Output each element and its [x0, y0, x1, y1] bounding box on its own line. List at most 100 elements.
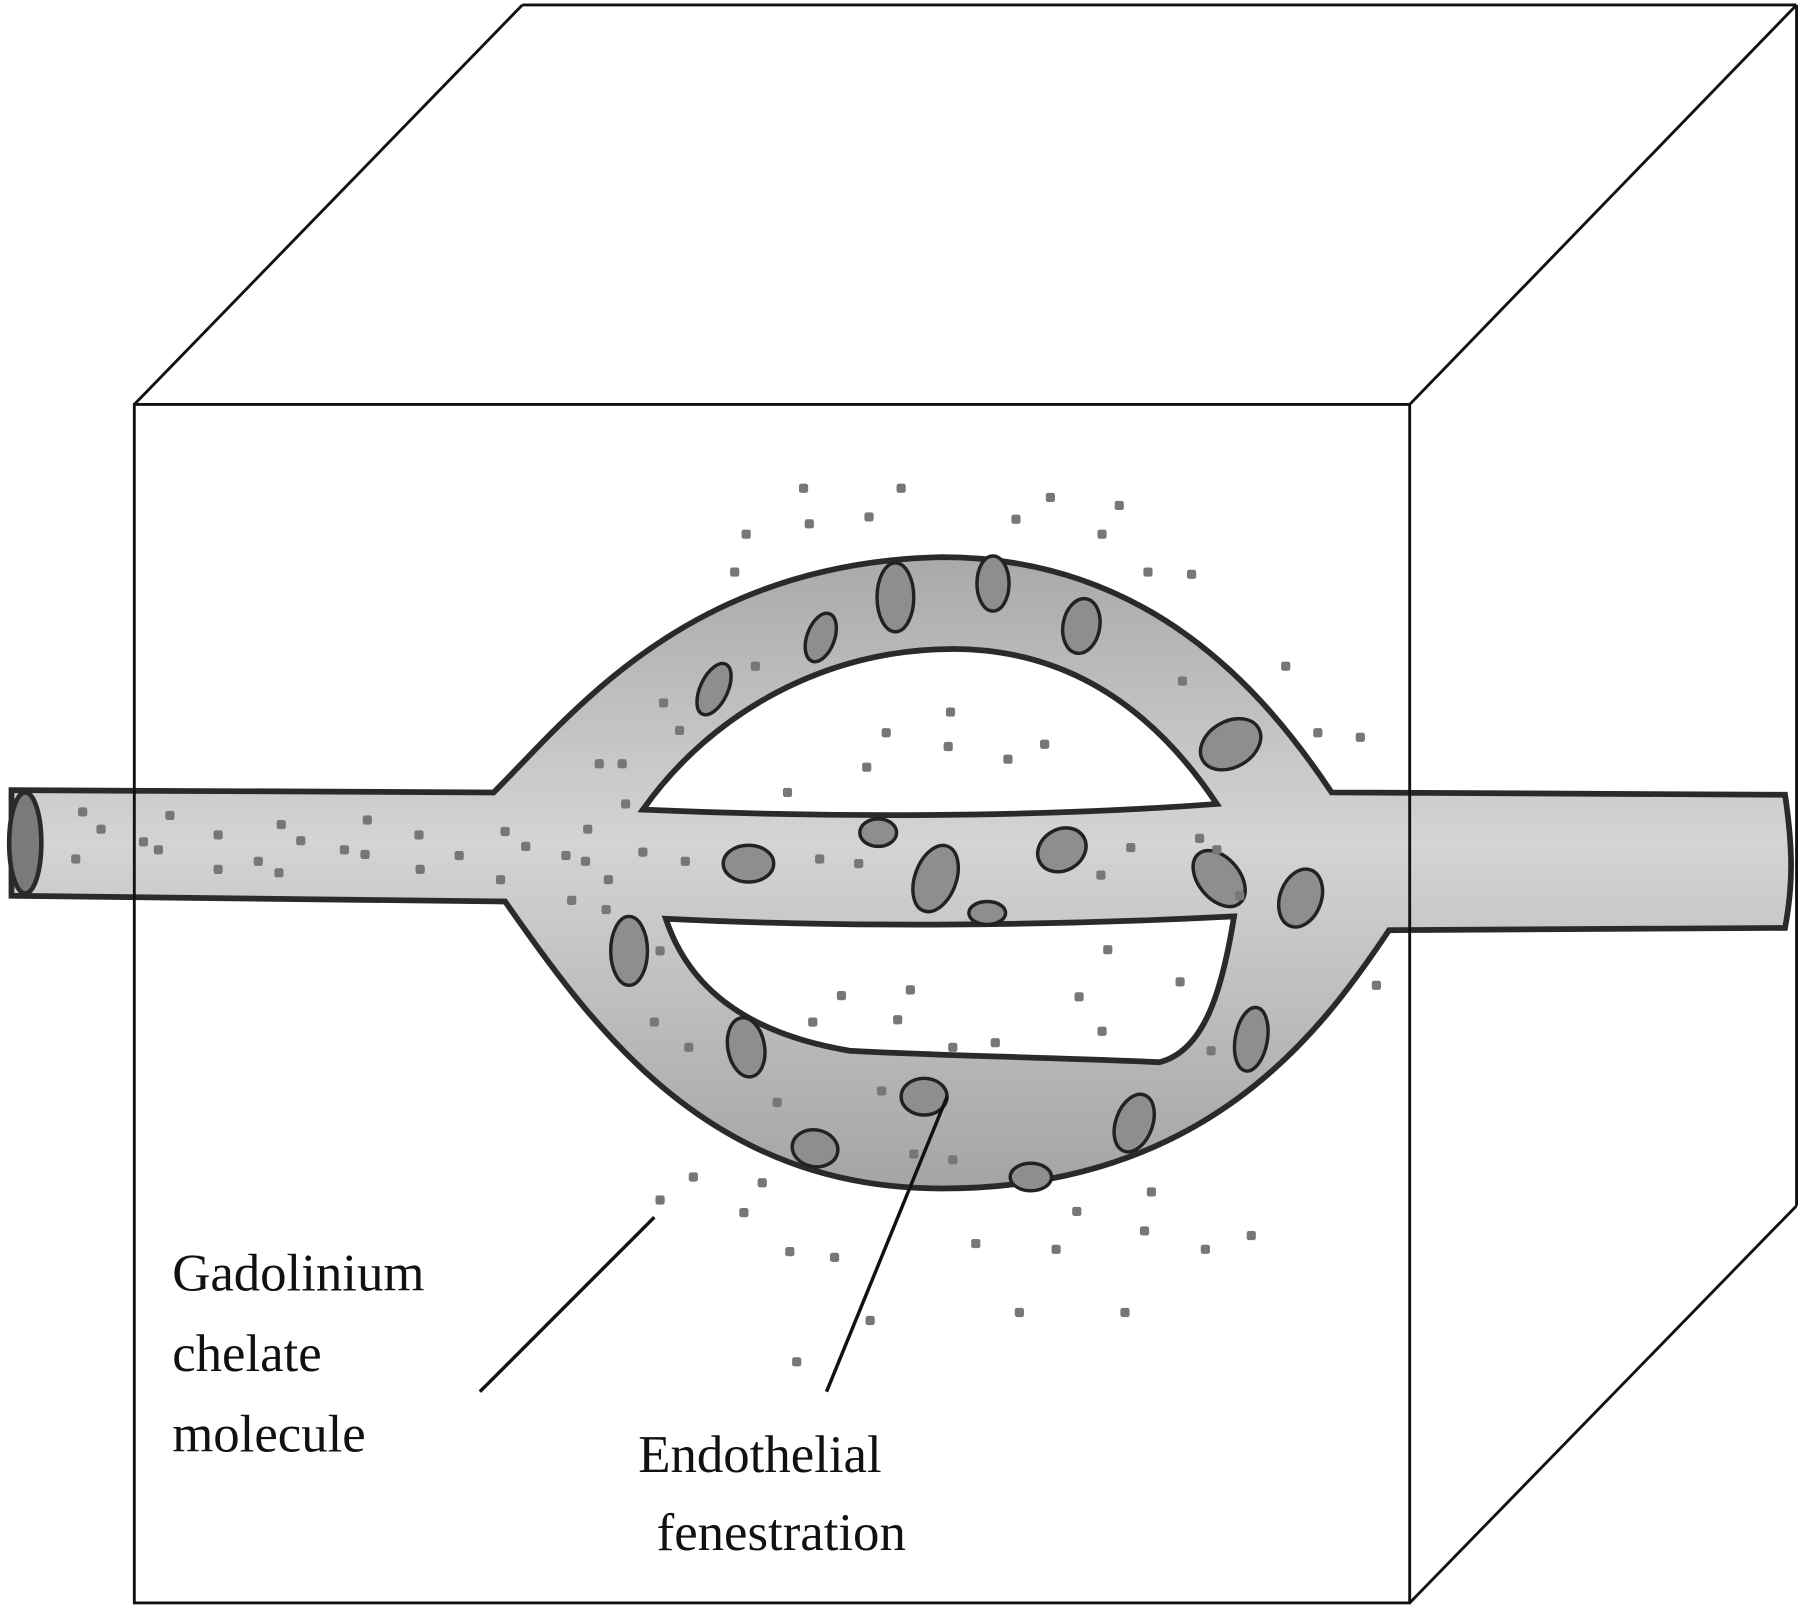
gadolinium-molecule	[153, 845, 164, 855]
gadolinium-molecule	[621, 799, 631, 809]
vessel-body	[8, 554, 1794, 1192]
fenestration-label: Endothelial fenestration	[638, 1426, 906, 1562]
gadolinium-molecule	[213, 830, 223, 840]
gadolinium-molecule	[680, 856, 690, 866]
label-line: chelate	[172, 1325, 321, 1383]
fenestration-leader-line	[824, 1096, 949, 1393]
gadolinium-molecule	[785, 1247, 795, 1257]
gadolinium-molecule	[943, 741, 953, 752]
endothelial-cell	[1191, 848, 1247, 909]
gadolinium-molecule	[567, 895, 577, 905]
gadolinium-molecule	[1281, 661, 1291, 671]
gadolinium-molecule	[1235, 891, 1245, 901]
gadolinium-molecule	[1103, 945, 1113, 955]
endothelial-cell	[721, 843, 776, 884]
gadolinium-molecule	[896, 483, 906, 493]
gadolinium-molecule	[971, 1239, 981, 1249]
gadolinium-molecule	[1177, 676, 1187, 686]
gadolinium-molecule	[276, 819, 286, 830]
gadolinium-molecule	[638, 847, 648, 857]
gadolinium-molecule	[96, 824, 106, 834]
gadolinium-molecule	[1146, 1187, 1156, 1197]
endothelial-cell	[803, 611, 839, 664]
gadolinium-molecule	[495, 875, 506, 885]
gadolinium-molecule	[854, 859, 864, 869]
gadolinium-molecule	[71, 854, 81, 864]
gadolinium-molecule	[757, 1178, 767, 1188]
gadolinium-molecule	[594, 759, 604, 769]
cube-front-face	[132, 403, 1412, 1605]
gadolinium-molecule	[862, 762, 872, 772]
gadolinium-label: Gadolinium chelate molecule	[172, 1245, 424, 1464]
endothelial-cell	[1232, 1005, 1270, 1073]
gadolinium-molecule	[836, 991, 847, 1001]
endothelial-cell	[1198, 716, 1263, 772]
gadolinium-molecule	[948, 1042, 958, 1052]
gadolinium-molecule	[1072, 1206, 1082, 1217]
gadolinium-molecule	[649, 1017, 659, 1027]
gadolinium-molecule	[1355, 732, 1365, 742]
gadolinium-molecule	[454, 850, 464, 861]
endothelial-cell	[858, 817, 899, 849]
endothelial-cell	[725, 1016, 767, 1079]
vessel-opening	[6, 790, 44, 896]
gadolinium-molecule	[583, 824, 593, 834]
gadolinium-molecule	[688, 1172, 698, 1182]
gadolinium-molecule	[948, 1155, 958, 1165]
endothelial-cell	[875, 561, 916, 634]
gadolinium-molecule	[296, 836, 306, 846]
endothelial-cells	[608, 554, 1325, 1193]
gadolinium-molecule	[1014, 1307, 1024, 1318]
gadolinium-molecule	[782, 787, 793, 798]
endothelial-cell	[967, 899, 1008, 927]
gadolinium-molecule	[415, 864, 425, 874]
gadolinium-molecule	[1120, 1307, 1130, 1318]
gadolinium-molecule	[909, 1149, 919, 1159]
gadolinium-molecule	[1096, 870, 1106, 880]
gadolinium-molecule	[500, 826, 510, 837]
gadolinium-molecule	[881, 728, 891, 738]
gadolinium-molecule	[1143, 567, 1153, 577]
gadolinium-molecule	[561, 850, 571, 861]
endothelial-cell	[1112, 1092, 1156, 1154]
capillary-network	[6, 483, 1794, 1367]
gadolinium-molecule	[274, 868, 284, 878]
gadolinium-molecule	[808, 1017, 818, 1027]
gadolinium-molecule	[684, 1042, 694, 1052]
gadolinium-molecule	[1114, 500, 1124, 511]
gadolinium-molecule	[655, 1195, 665, 1205]
gadolinium-molecule	[730, 567, 740, 577]
gadolinium-molecules	[71, 483, 1381, 1367]
vessel-hole-upper	[637, 646, 1222, 818]
gadolinium-molecule	[815, 854, 825, 864]
gadolinium-molecule	[1126, 842, 1136, 853]
gadolinium-molecule	[617, 759, 627, 769]
gadolinium-molecule	[165, 810, 175, 820]
endothelial-cell	[1035, 826, 1088, 874]
gadolinium-molecule	[865, 1315, 875, 1326]
gadolinium-molecule	[603, 875, 614, 885]
gadolinium-molecule	[1011, 514, 1021, 524]
gadolinium-molecule	[414, 830, 424, 840]
gadolinium-molecule	[739, 1208, 749, 1218]
gadolinium-molecule	[1212, 845, 1222, 855]
gadolinium-molecule	[829, 1252, 840, 1262]
gadolinium-molecule	[1246, 1230, 1256, 1241]
gadolinium-molecule	[1186, 569, 1197, 579]
gadolinium-molecule	[675, 725, 685, 736]
gadolinium-molecule	[798, 483, 809, 493]
tissue-cube	[133, 3, 1798, 1604]
endothelial-cell	[1008, 1161, 1054, 1193]
gadolinium-molecule	[1371, 980, 1381, 990]
gadolinium-molecule	[78, 807, 88, 817]
gadolinium-molecule	[1003, 754, 1013, 764]
gadolinium-molecule	[792, 1357, 802, 1367]
gadolinium-molecule	[580, 856, 591, 866]
endothelial-cell	[911, 843, 961, 914]
gadolinium-molecule	[750, 661, 760, 671]
gadolinium-molecule	[1206, 1046, 1216, 1056]
label-line: fenestration	[657, 1504, 906, 1562]
gadolinium-molecule	[945, 707, 956, 717]
